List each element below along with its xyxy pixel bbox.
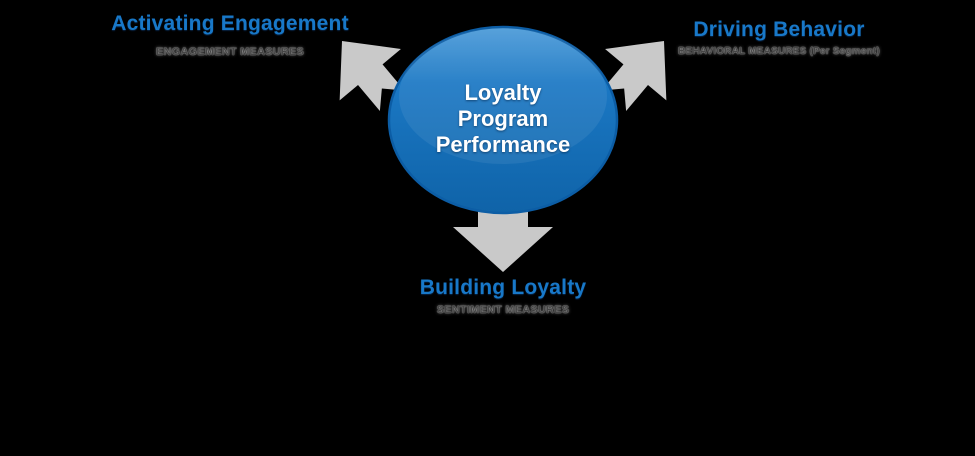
center-label-line: Loyalty bbox=[464, 80, 542, 105]
node-activating-engagement-title: Activating Engagement bbox=[111, 12, 349, 35]
center-ellipse-gloss bbox=[399, 28, 607, 164]
node-activating-engagement: Activating Engagement ENGAGEMENT MEASURE… bbox=[111, 10, 349, 59]
node-activating-engagement-subtitle: ENGAGEMENT MEASURES bbox=[155, 46, 305, 58]
node-driving-behavior: Driving Behavior BEHAVIORAL MEASURES (Pe… bbox=[678, 16, 880, 59]
node-driving-behavior-title: Driving Behavior bbox=[693, 18, 865, 41]
node-building-loyalty: Building Loyalty SENTIMENT MEASURES bbox=[420, 274, 587, 317]
node-building-loyalty-title: Building Loyalty bbox=[419, 276, 587, 299]
center-ellipse bbox=[387, 25, 619, 215]
center-label-line: Performance bbox=[435, 132, 571, 157]
center-label: Loyalty Program Performance bbox=[436, 80, 571, 158]
node-driving-behavior-subtitle: BEHAVIORAL MEASURES (Per Segment) bbox=[678, 46, 880, 57]
center-label-line: Program bbox=[457, 106, 549, 131]
node-building-loyalty-subtitle: SENTIMENT MEASURES bbox=[436, 304, 570, 316]
